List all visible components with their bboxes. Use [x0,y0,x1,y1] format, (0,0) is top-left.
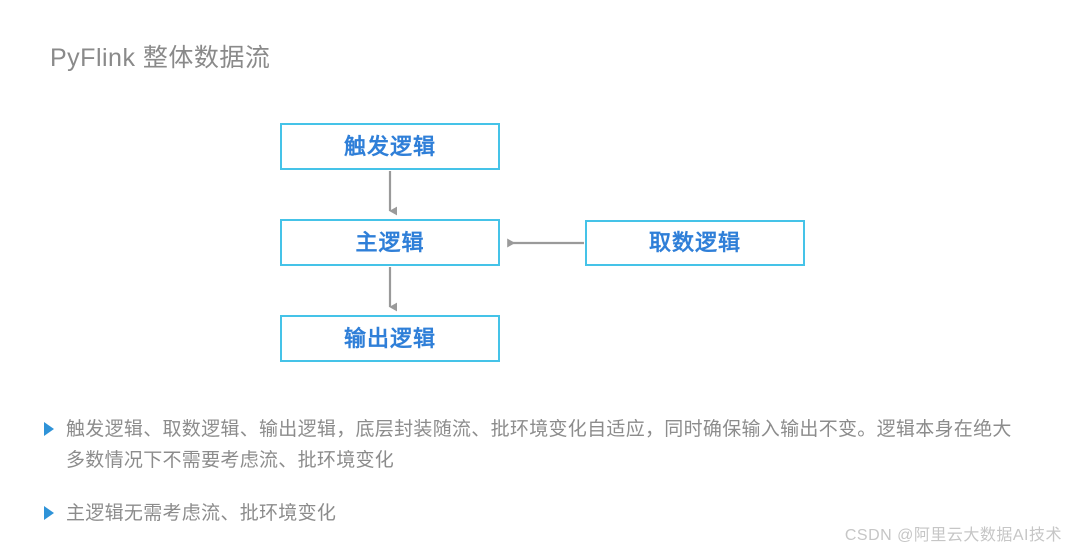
flow-box-main-label: 主逻辑 [355,229,425,255]
flow-box-output[interactable]: 输出逻辑 [280,315,500,362]
flow-diagram: 触发逻辑 主逻辑 输出逻辑 取数逻辑 [280,123,805,362]
flow-box-fetch-label: 取数逻辑 [648,230,741,255]
flow-box-output-label: 输出逻辑 [343,325,436,351]
bullet-text-2: 主逻辑无需考虑流、批环境变化 [66,503,337,524]
watermark: CSDN @阿里云大数据AI技术 [844,527,1062,544]
flow-box-fetch[interactable]: 取数逻辑 [585,220,805,266]
triangle-bullet-icon [44,422,54,436]
flow-box-trigger-label: 触发逻辑 [343,133,436,159]
list-item: 触发逻辑、取数逻辑、输出逻辑，底层封装随流、批环境变化自适应，同时确保输入输出不… [44,414,1044,476]
page-title: PyFlink 整体数据流 [50,44,271,72]
flow-box-main[interactable]: 主逻辑 [280,219,500,266]
triangle-bullet-icon [44,506,54,520]
flow-box-trigger[interactable]: 触发逻辑 [280,123,500,170]
flow-arrows [388,171,584,312]
bullet-text-1: 触发逻辑、取数逻辑、输出逻辑，底层封装随流、批环境变化自适应，同时确保输入输出不… [66,419,1012,471]
list-item: 主逻辑无需考虑流、批环境变化 [44,498,1044,529]
bullet-list: 触发逻辑、取数逻辑、输出逻辑，底层封装随流、批环境变化自适应，同时确保输入输出不… [44,414,1044,551]
